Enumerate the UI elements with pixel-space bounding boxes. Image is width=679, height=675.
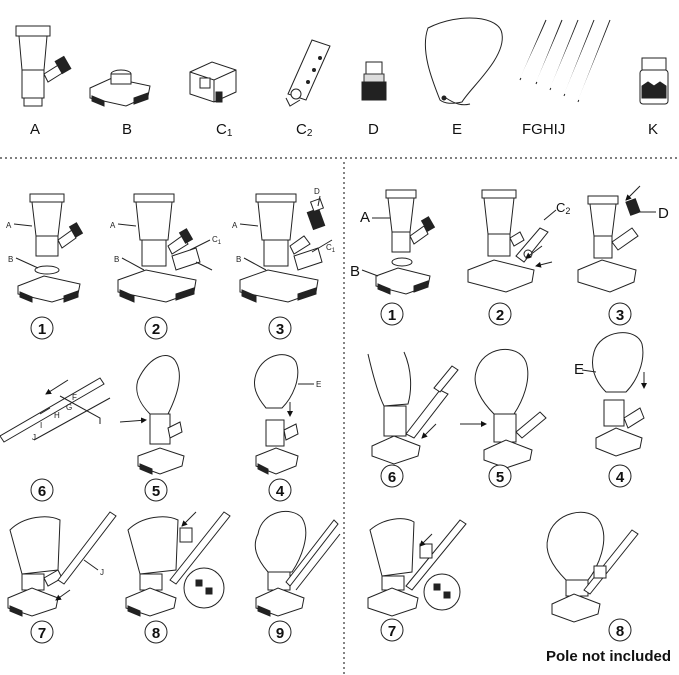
right-step-badge-8: 8 [608,618,632,642]
right-step2-drawing [467,189,557,293]
left-step-badge-8: 8 [144,620,168,644]
left-step-badge-9: 9 [268,620,292,644]
part-label-d: D [368,121,379,138]
left-step1-callout-b: B [8,255,13,264]
svg-text:3: 3 [616,307,624,324]
left-step4-callout-e: E [316,380,321,389]
left-step2-drawing [117,193,213,303]
right-step1-callout-a: A [360,209,370,226]
svg-text:3: 3 [276,321,284,338]
left-step2-callout-b: B [114,255,119,264]
right-step3-drawing [577,185,656,293]
right-step-badge-3: 3 [608,302,632,326]
right-step-badge-1: 1 [380,302,404,326]
pole-not-included-note: Pole not included [545,648,671,665]
left-step7-drawing [7,511,117,617]
svg-text:1: 1 [38,321,46,338]
part-d-connector [361,61,387,101]
left-step1-callout-a: A [6,221,12,230]
left-step2-callout-a: A [110,221,116,230]
left-step-badge-3: 3 [268,316,292,340]
right-step4-callout-e: E [574,361,584,378]
right-step2-callout-c2: C2 [556,200,570,216]
left-step1-drawing [13,193,84,303]
left-step6-callout-g: G [66,403,72,412]
svg-text:7: 7 [388,623,396,640]
svg-text:5: 5 [496,469,504,486]
left-step-badge-4: 4 [268,478,292,502]
left-step3-callout-b: B [236,255,241,264]
right-step5-drawing [460,348,547,469]
part-label-a: A [30,121,40,138]
right-step-badge-4: 4 [608,464,632,488]
left-step6-callout-h: H [54,411,60,420]
svg-text:4: 4 [276,483,285,500]
part-c2-bracket [285,39,331,107]
right-step-badge-7: 7 [380,618,404,642]
left-step2-callout-c1: C1 [212,235,222,246]
part-e-net-bag [424,17,503,106]
left-step-badge-1: 1 [30,316,54,340]
part-label-fghij: FGHIJ [522,121,565,138]
left-step6-callout-i: I [40,421,42,430]
left-step3-drawing [239,193,333,303]
part-label-b: B [122,121,132,138]
right-step-badge-6: 6 [380,464,404,488]
svg-text:8: 8 [152,625,160,642]
left-step8-drawing [125,511,231,617]
part-b-base [89,69,151,107]
svg-text:2: 2 [152,321,160,338]
left-step-badge-6: 6 [30,478,54,502]
svg-text:2: 2 [496,307,504,324]
part-a-skimmer-body [15,25,72,107]
svg-text:6: 6 [388,469,396,486]
left-step3-callout-d: D [314,187,320,196]
left-step-badge-2: 2 [144,316,168,340]
right-step-badge-2: 2 [488,302,512,326]
svg-text:5: 5 [152,483,160,500]
svg-text:6: 6 [38,483,46,500]
left-step6-callout-f: F [72,393,77,402]
left-step3-callout-a: A [232,221,238,230]
left-step5-drawing [119,355,185,475]
svg-text:8: 8 [616,623,624,640]
right-step8-drawing [546,511,639,623]
left-step3-callout-c1: C1 [326,243,336,254]
right-step7-drawing [367,518,467,617]
left-step9-drawing [254,510,341,617]
right-step-badge-5: 5 [488,464,512,488]
left-step-badge-7: 7 [30,620,54,644]
svg-text:7: 7 [38,625,46,642]
right-step6-drawing [367,351,459,465]
part-k-jar [639,57,669,105]
left-step-badge-5: 5 [144,478,168,502]
part-label-c2: C2 [296,121,313,139]
left-step6-drawing [0,377,111,443]
part-fghij-pole-sections [519,19,612,103]
left-step7-callout-j: J [100,568,104,577]
right-step1-drawing [361,189,436,295]
svg-text:4: 4 [616,469,625,486]
left-step6-callout-j: J [32,433,36,442]
right-step1-callout-b: B [350,263,360,280]
svg-text:9: 9 [276,625,284,642]
right-step3-callout-d: D [658,205,669,222]
left-step4-drawing [253,354,314,475]
part-label-c1: C1 [216,121,233,139]
part-c1-clip [189,61,237,103]
part-label-e: E [452,121,462,138]
right-step4-drawing [581,332,647,457]
svg-text:1: 1 [388,307,396,324]
part-label-k: K [648,121,658,138]
